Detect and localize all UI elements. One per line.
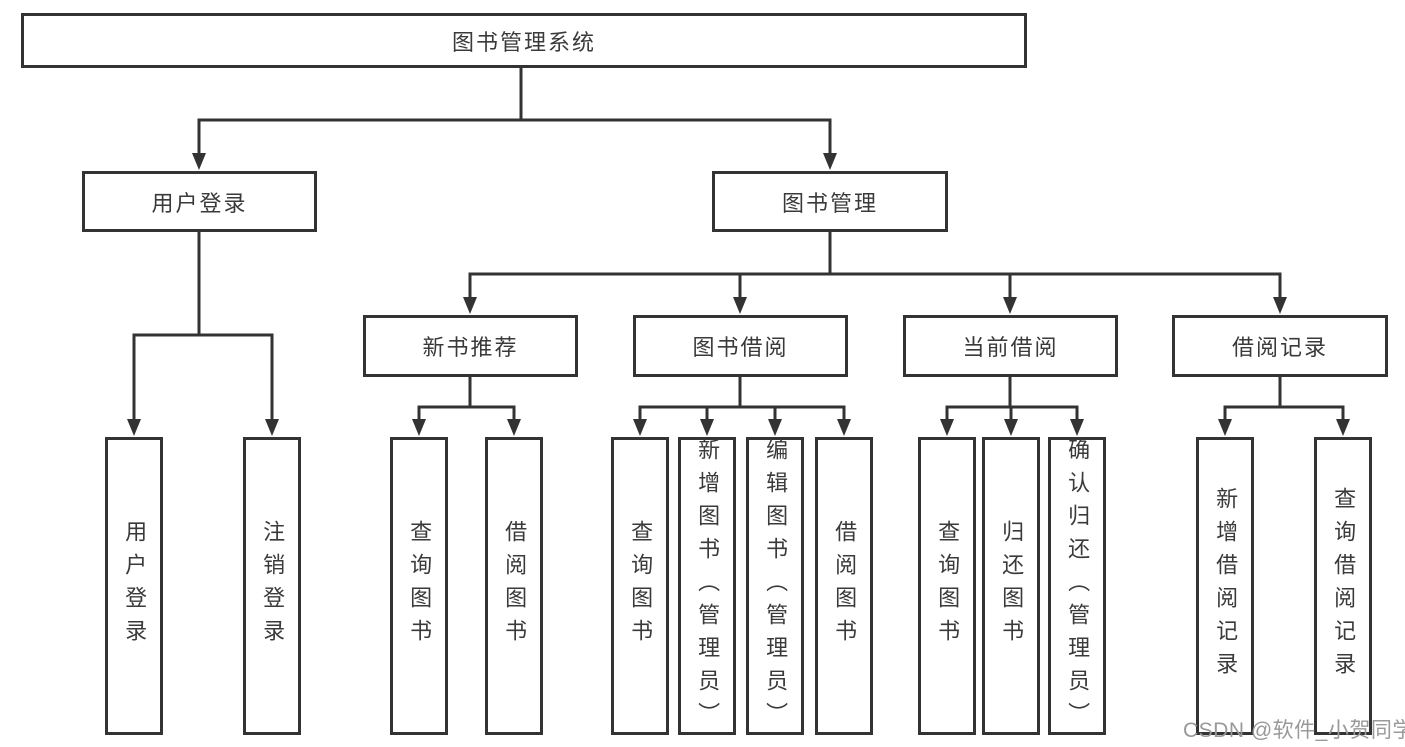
leaf-bb-borrow-books: 借阅图书 (815, 437, 873, 735)
node-label: 借阅记录 (1231, 335, 1328, 360)
arrowhead-icon (700, 419, 714, 436)
node-label: 借阅图书 (502, 520, 528, 652)
arrowhead-icon (127, 419, 141, 436)
node-label: 确认归还（管理员） (1065, 437, 1091, 735)
arrowhead-icon (633, 419, 647, 436)
arrowhead-icon (463, 297, 477, 314)
node-label: 查询借阅记录 (1331, 487, 1357, 685)
node-label: 归还图书 (999, 520, 1025, 652)
leaf-user-login: 用户登录 (105, 437, 163, 735)
leaf-logout: 注销登录 (243, 437, 301, 735)
leaf-br-add-record: 新增借阅记录 (1196, 437, 1254, 735)
leaf-bb-query-books: 查询图书 (611, 437, 669, 735)
node-label: 用户登录 (151, 190, 248, 216)
leaf-nbr-borrow-books: 借阅图书 (485, 437, 543, 735)
node-library-system: 图书管理系统 (21, 13, 1027, 68)
arrowheads (127, 153, 1350, 436)
node-book-management: 图书管理 (712, 171, 948, 232)
leaf-bb-add-books-admin: 新增图书（管理员） (678, 437, 736, 735)
node-label: 借阅图书 (832, 520, 858, 652)
arrowhead-icon (1336, 419, 1350, 436)
connector-lines (132, 68, 1345, 421)
arrowhead-icon (768, 419, 782, 436)
node-label: 新增图书（管理员） (695, 437, 721, 735)
arrowhead-icon (940, 419, 954, 436)
node-label: 查询图书 (628, 520, 654, 652)
leaf-cb-confirm-return-admin: 确认归还（管理员） (1048, 437, 1106, 735)
node-label: 图书管理系统 (451, 29, 596, 55)
arrowhead-icon (1218, 419, 1232, 436)
node-label: 新书推荐 (422, 335, 519, 360)
node-new-book-recommend: 新书推荐 (363, 315, 578, 377)
arrowhead-icon (192, 153, 206, 170)
csdn-watermark: CSDN @软件_小贺同学 (1183, 719, 1405, 742)
arrowhead-icon (823, 153, 837, 170)
node-label: 当前借阅 (962, 335, 1059, 360)
node-label: 图书借阅 (692, 335, 789, 360)
arrowhead-icon (1070, 419, 1084, 436)
node-current-borrowing: 当前借阅 (903, 315, 1118, 377)
arrowhead-icon (412, 419, 426, 436)
arrowhead-icon (837, 419, 851, 436)
arrowhead-icon (1273, 297, 1287, 314)
leaf-cb-return-books: 归还图书 (982, 437, 1040, 735)
node-book-borrowing: 图书借阅 (633, 315, 848, 377)
node-label: 查询图书 (407, 520, 433, 652)
node-user-login: 用户登录 (82, 171, 317, 232)
leaf-cb-query-books: 查询图书 (918, 437, 976, 735)
node-label: 新增借阅记录 (1213, 487, 1239, 685)
node-label: 编辑图书（管理员） (763, 437, 789, 735)
arrowhead-icon (1003, 297, 1017, 314)
node-label: 查询图书 (935, 520, 961, 652)
arrowhead-icon (507, 419, 521, 436)
leaf-nbr-query-books: 查询图书 (390, 437, 448, 735)
node-label: 注销登录 (260, 520, 286, 652)
node-label: 图书管理 (781, 190, 878, 216)
leaf-bb-edit-books-admin: 编辑图书（管理员） (746, 437, 804, 735)
node-label: 用户登录 (122, 520, 148, 652)
arrowhead-icon (1004, 419, 1018, 436)
leaf-br-query-record: 查询借阅记录 (1314, 437, 1372, 735)
arrowhead-icon (265, 419, 279, 436)
arrowhead-icon (733, 297, 747, 314)
node-borrowing-records: 借阅记录 (1172, 315, 1388, 377)
